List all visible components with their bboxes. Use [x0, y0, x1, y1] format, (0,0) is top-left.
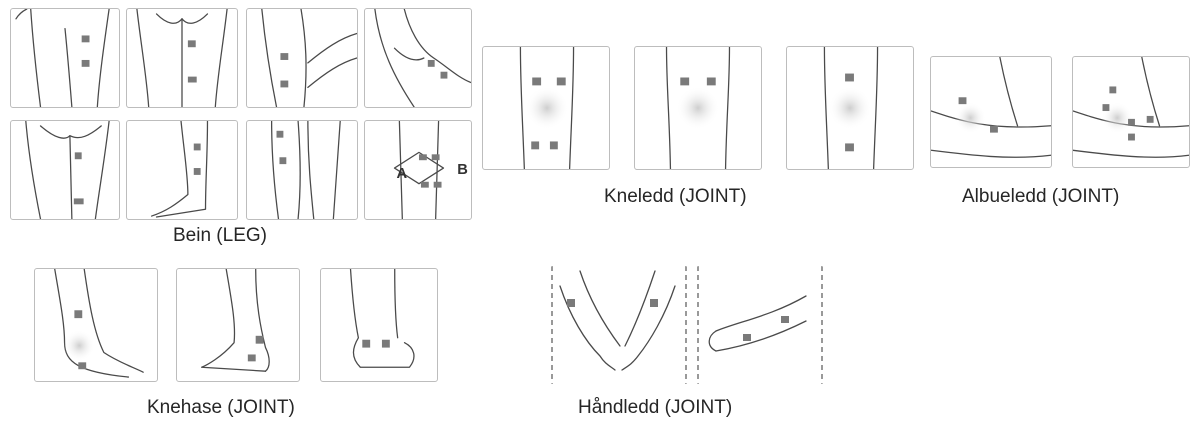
leg-diagram-front-torso	[126, 8, 238, 108]
caption-knee: Kneledd (JOINT)	[604, 186, 747, 208]
leg-diagram-back-thigh	[364, 8, 472, 108]
marker-label-b: B	[457, 162, 468, 178]
wrist-diagram-2	[696, 266, 824, 384]
leg-diagram-front-full	[10, 120, 120, 220]
elbow-diagram-2	[1072, 56, 1190, 168]
knee-diagram-3	[786, 46, 914, 170]
leg-diagram-side-thigh	[246, 8, 358, 108]
knee-diagram-2	[634, 46, 762, 170]
leg-diagram-lower-leg-back	[246, 120, 358, 220]
caption-wrist: Håndledd (JOINT)	[578, 397, 732, 419]
wrist-diagram-1	[550, 266, 688, 384]
caption-ankle: Knehase (JOINT)	[147, 397, 295, 419]
ankle-diagram-3	[320, 268, 438, 382]
knee-diagram-1	[482, 46, 610, 170]
caption-leg: Bein (LEG)	[173, 225, 267, 247]
ankle-diagram-2	[176, 268, 300, 382]
leg-diagram-knee-ab: A B	[364, 120, 472, 220]
elbow-diagram-1	[930, 56, 1052, 168]
marker-label-a: A	[396, 166, 407, 182]
ankle-diagram-1	[34, 268, 158, 382]
caption-elbow: Albueledd (JOINT)	[962, 186, 1119, 208]
leg-diagram-front-thigh	[10, 8, 120, 108]
leg-diagram-lower-leg-side	[126, 120, 238, 220]
